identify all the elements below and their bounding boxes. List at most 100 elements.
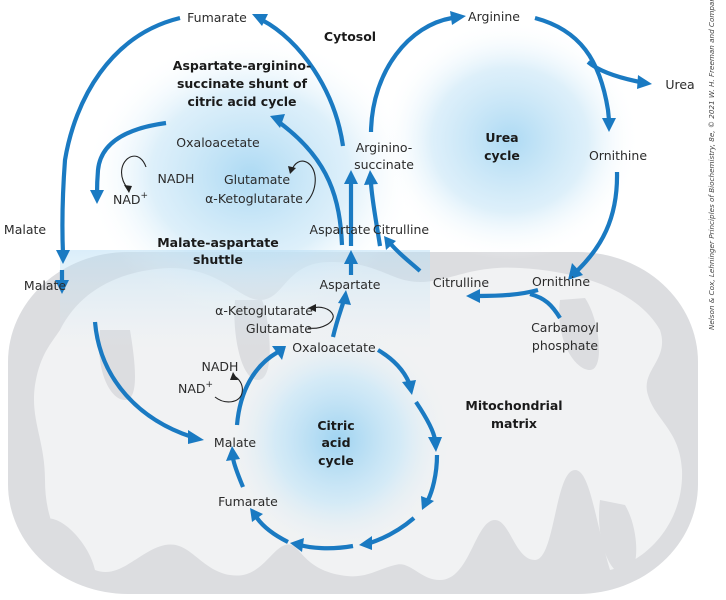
arrow-aspartate-to-oxaloacetate <box>278 121 345 246</box>
arrow-argininosuccinate-to-arginine <box>368 15 453 133</box>
label-aspartate-cytosol: Aspartate <box>310 222 371 237</box>
arrowhead <box>338 290 351 305</box>
label-nad-cytosol: NAD+ <box>113 191 148 207</box>
arrowhead <box>359 536 372 550</box>
arrowhead <box>428 437 442 452</box>
arrowhead <box>450 11 466 25</box>
arrowhead <box>421 496 434 510</box>
arrow-oxaloacetate-to-malate <box>94 120 167 195</box>
label-arginine: Arginine <box>468 9 520 24</box>
label-glutamate-mito: Glutamate <box>246 321 312 336</box>
figure-credit: Nelson & Cox, Lehninger Principles of Bi… <box>707 0 716 330</box>
arrow-arginine-to-ornithine <box>534 15 612 121</box>
tca-arc-4 <box>369 516 416 545</box>
arrow-argininosuccinate-to-fumarate <box>261 18 346 147</box>
label-argininosuccinate-line2: succinate <box>354 157 414 172</box>
label-malate-mito: Malate <box>24 278 66 293</box>
cristae <box>40 298 637 575</box>
label-ornithine-cytosol: Ornithine <box>589 148 647 163</box>
arrow-citrulline-to-argininosuccinate <box>368 182 383 247</box>
shunt-title-line1: Aspartate-arginino- <box>173 58 311 73</box>
shuttle-title-line2: shuttle <box>193 252 243 267</box>
label-carbamoyl-line1: Carbamoyl <box>531 320 599 335</box>
arrow-malate-to-tca-malate <box>92 321 193 439</box>
label-citrulline-cytosol: Citrulline <box>373 222 430 237</box>
pathway-arrows <box>55 11 652 552</box>
label-malate-tca: Malate <box>214 435 256 450</box>
thin-arrowhead <box>124 185 132 193</box>
label-akg-mito: α-Ketoglutarate <box>215 303 313 318</box>
arrowhead <box>344 170 358 184</box>
label-citrulline-mito: Citrulline <box>433 275 490 290</box>
label-aspartate-mito: Aspartate <box>320 277 381 292</box>
nad-text: NAD <box>113 192 141 207</box>
arrowhead <box>637 75 652 89</box>
thin-arrowhead <box>308 304 316 312</box>
shuttle-title-line1: Malate-aspartate <box>157 235 279 250</box>
nad-superscript: + <box>141 191 149 201</box>
arrowhead <box>384 236 396 250</box>
arrowhead <box>364 170 378 185</box>
region-label-cytosol: Cytosol <box>324 29 376 44</box>
arrowhead <box>252 14 268 26</box>
label-nadh-cytosol: NADH <box>158 171 195 186</box>
arrowhead <box>226 446 240 461</box>
label-fumarate-cytosol: Fumarate <box>187 10 247 25</box>
arrow-ornithine-to-citrulline <box>477 287 539 299</box>
nadh-cyto-curve <box>121 155 147 190</box>
arrowhead <box>466 289 480 303</box>
shunt-title-line3: citric acid cycle <box>187 94 296 109</box>
thin-arrowhead <box>230 372 238 380</box>
arrowhead <box>90 190 104 204</box>
arrow-to-urea <box>586 60 641 85</box>
region-label-mito-line2: matrix <box>491 416 537 431</box>
urea-cycle-title-line2: cycle <box>484 148 520 163</box>
cofactor-arrows <box>121 155 334 403</box>
label-carbamoyl-line2: phosphate <box>532 338 598 353</box>
tca-arc-3 <box>426 454 440 501</box>
arrowhead <box>250 508 263 522</box>
nad-mito-curve <box>214 375 243 403</box>
shuttle-glow <box>60 250 430 350</box>
label-urea: Urea <box>665 77 694 92</box>
nad-text: NAD <box>178 381 206 396</box>
shunt-title-line2: succinate shunt of <box>177 76 308 91</box>
arrowhead <box>344 250 358 264</box>
region-label-mito-line1: Mitochondrial <box>465 398 562 413</box>
label-malate-cytosol: Malate <box>4 222 46 237</box>
arrowhead <box>290 538 304 552</box>
tca-arc-malate-to-oxaloacetate <box>234 350 280 426</box>
label-ornithine-mito: Ornithine <box>532 274 590 289</box>
arrowhead <box>56 250 70 264</box>
arrowhead <box>602 118 616 132</box>
label-akg-cytosol: α-Ketoglutarate <box>205 191 303 206</box>
label-nadh-mito: NADH <box>202 359 239 374</box>
glutamate-cyto-curve <box>291 160 316 204</box>
arrow-carbamoyl-phosphate-join <box>529 291 562 320</box>
arrowhead <box>55 280 69 294</box>
glutamate-mito-curve <box>307 306 334 329</box>
label-oxaloacetate-mito: Oxaloacetate <box>292 340 376 355</box>
nad-superscript: + <box>206 380 214 390</box>
label-oxaloacetate-cytosol: Oxaloacetate <box>176 135 260 150</box>
arrow-fumarate-to-malate <box>60 15 181 255</box>
arrowhead <box>188 430 204 444</box>
arrowhead <box>568 263 583 280</box>
urea-glow <box>380 20 640 260</box>
thin-arrowhead <box>288 166 296 174</box>
label-argininosuccinate-line1: Arginino- <box>356 140 413 155</box>
arrowhead <box>270 114 285 128</box>
tca-glow <box>223 325 453 555</box>
arrow-citrulline-transport <box>388 241 422 273</box>
label-fumarate-tca: Fumarate <box>218 494 278 509</box>
arrowhead <box>272 346 286 360</box>
tca-title-line1: Citric <box>317 418 354 433</box>
tca-title-line3: cycle <box>318 453 354 468</box>
arrowhead <box>402 380 416 395</box>
label-glutamate-cytosol: Glutamate <box>224 172 290 187</box>
tca-arc-6 <box>255 516 289 544</box>
tca-title-line2: acid <box>321 435 350 450</box>
arrow-ornithine-cyto-to-mito <box>576 171 620 272</box>
urea-cycle-title-line1: Urea <box>485 130 518 145</box>
